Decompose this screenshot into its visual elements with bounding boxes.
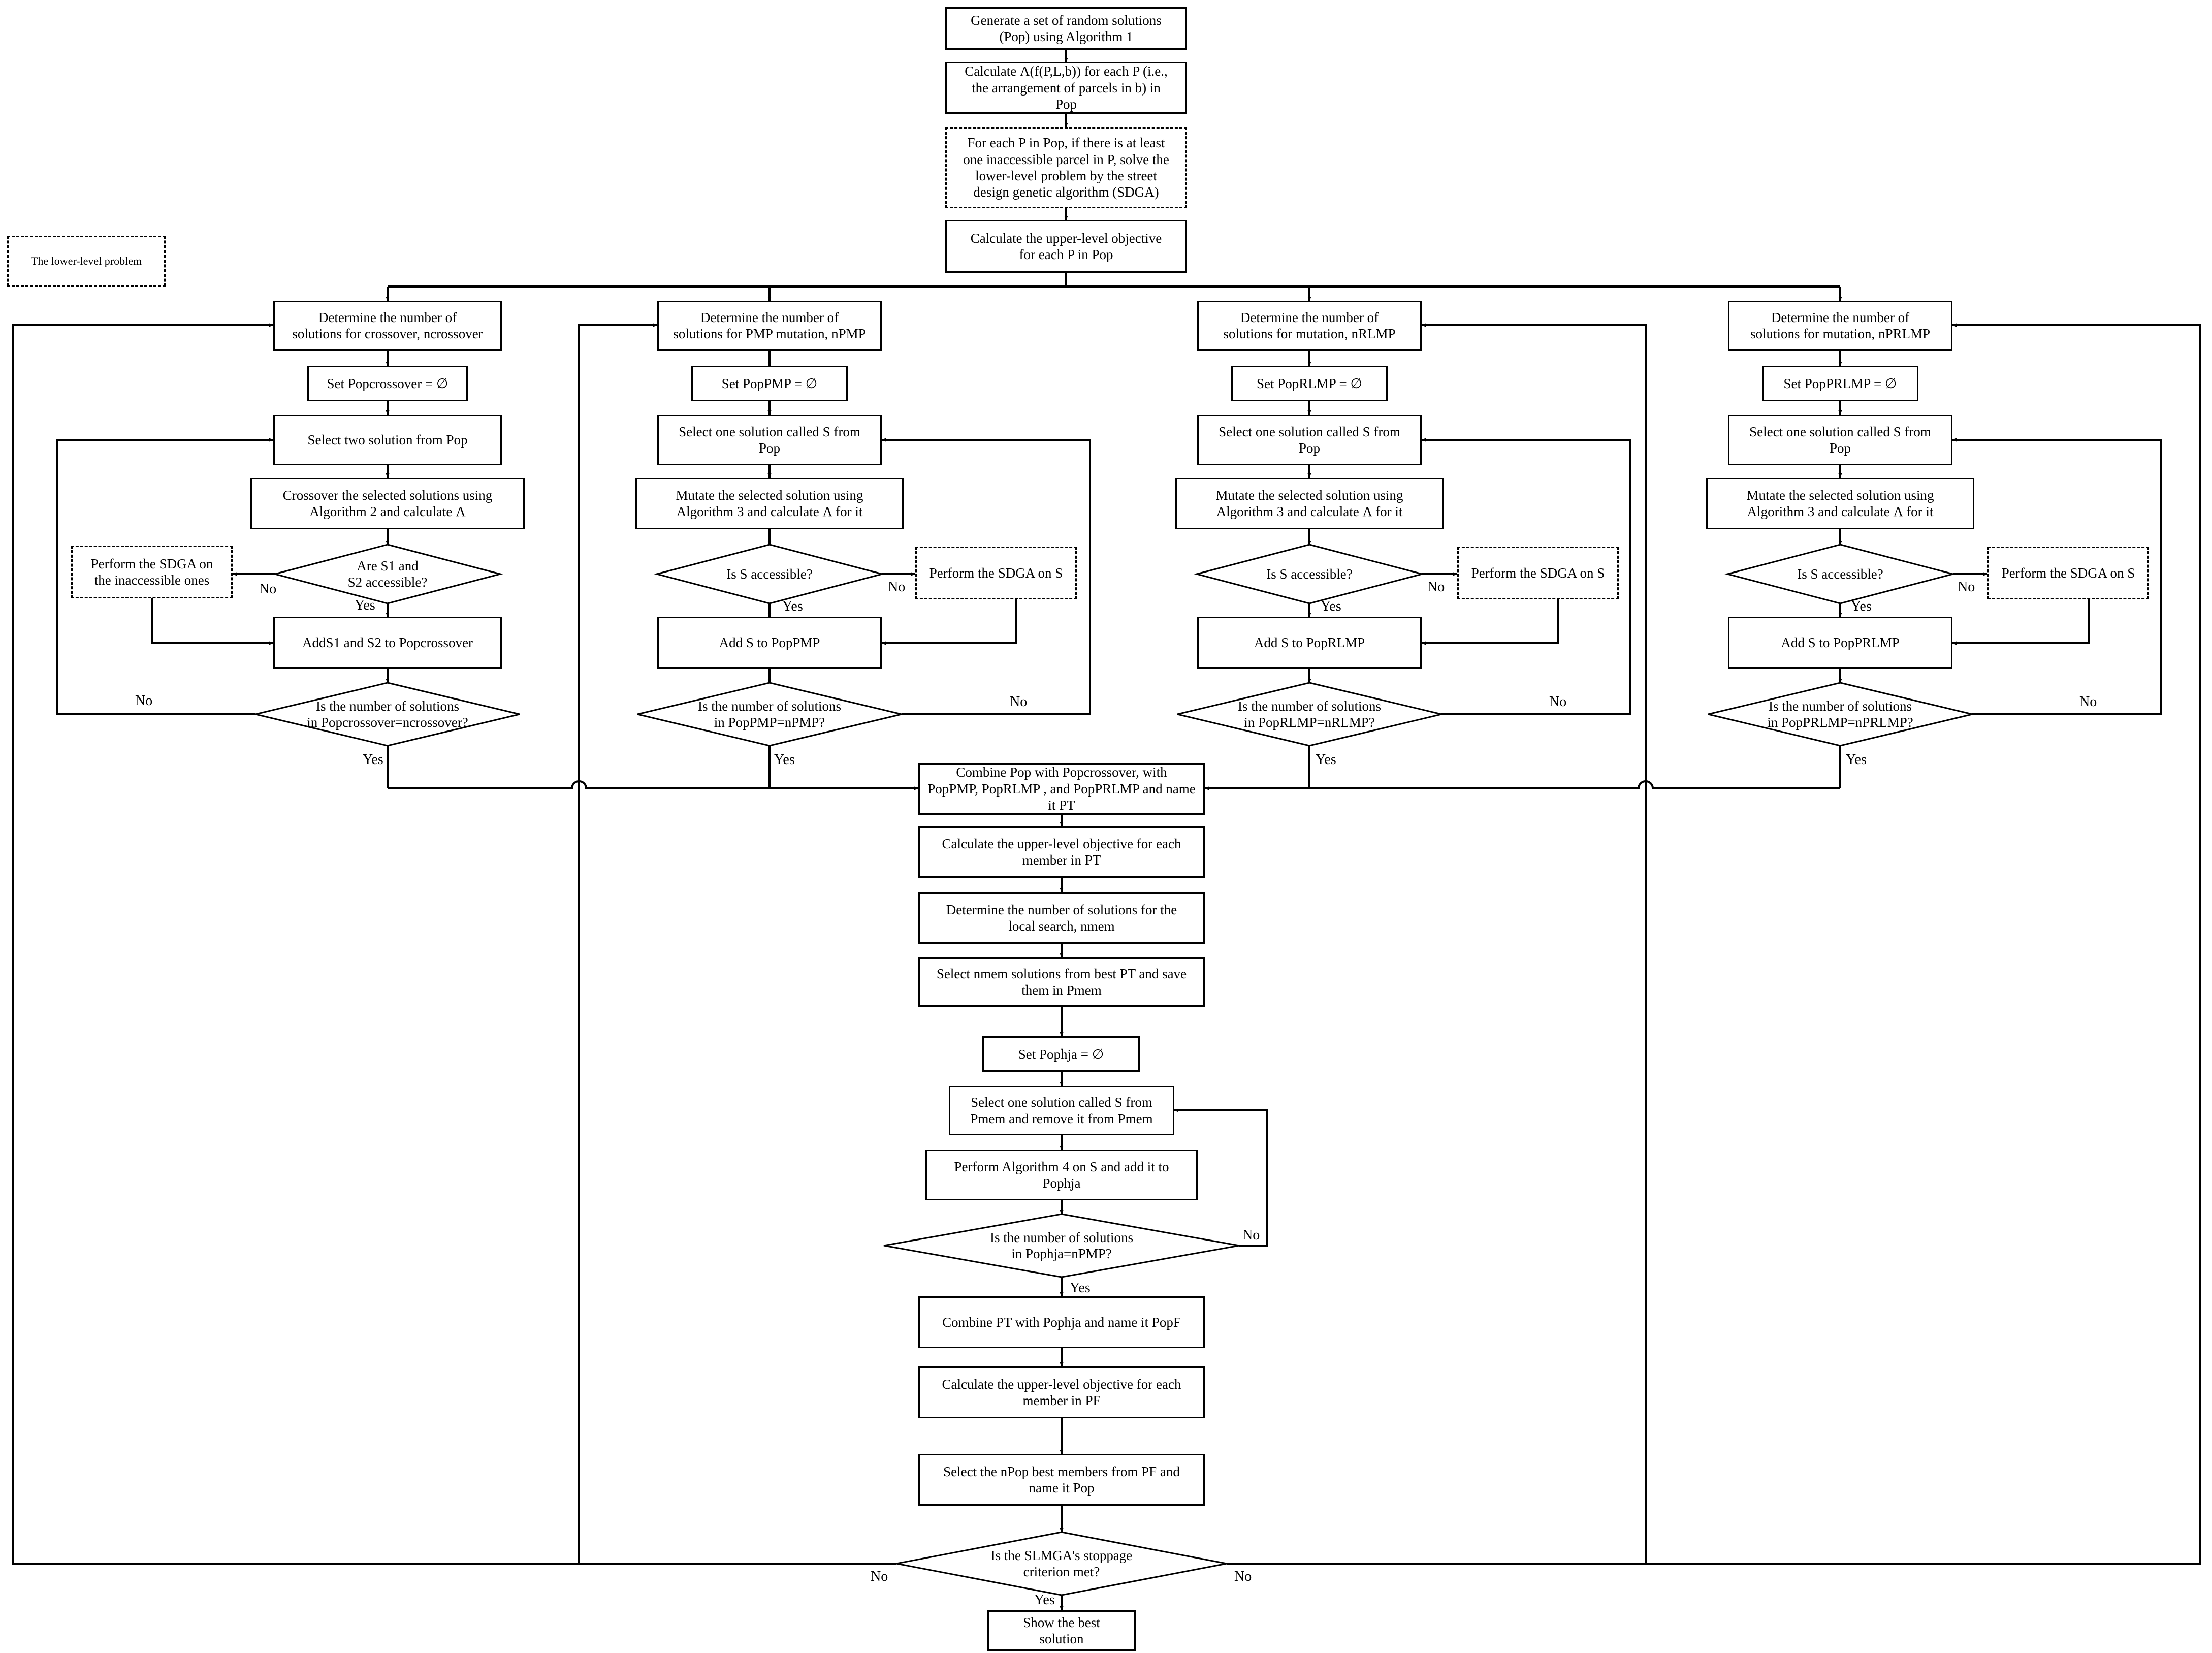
sdga-return-line [151, 598, 274, 645]
rlmp-add-box: Add S to PopRLMP [1197, 617, 1422, 669]
pmp-sdga-box: Perform the SDGA on S [915, 547, 1077, 599]
no-label: No [1242, 1227, 1260, 1243]
pmp-check-decision: Is S accessible? [726, 566, 813, 582]
select-from-mem-box: Select one solution called S from Pmem a… [949, 1086, 1174, 1135]
prlmp-set-box: Set PopPRLMP = ∅ [1762, 366, 1918, 401]
lower-level-sdga-box: For each P in Pop, if there is at least … [945, 127, 1187, 208]
pmp-count-decision: Is the number of solutions in PopPMP=nPM… [698, 698, 841, 730]
loop-back-line [881, 438, 1091, 715]
select-best-members-box: Select the nPop best members from PF and… [918, 1454, 1205, 1506]
calculate-lambda-box: Calculate Λ(f(P,L,b)) for each P (i.e., … [945, 62, 1187, 114]
legend-label: The lower-level problem [30, 254, 142, 267]
local-search-count-box: Determine the number of solutions for th… [918, 892, 1205, 944]
rlmp-sdga-box: Perform the SDGA on S [1457, 547, 1619, 599]
yes-label: Yes [774, 752, 795, 768]
loop-back-line [1174, 1108, 1268, 1247]
hja-count-decision: Is the number of solutions in Pophja=nPM… [990, 1229, 1133, 1261]
pmp-add-box: Add S to PopPMP [657, 617, 882, 669]
legend-lower-level-problem: The lower-level problem [7, 236, 166, 287]
prlmp-count-decision: Is the number of solutions in PopPRLMP=n… [1767, 698, 1913, 730]
sdga-return-line [1952, 599, 2090, 645]
no-label: No [259, 581, 277, 597]
crossover-check-decision: Are S1 and S2 accessible? [347, 558, 428, 590]
no-label: No [1958, 579, 1975, 595]
merge-line-right [1204, 780, 1840, 790]
rlmp-set-box: Set PopRLMP = ∅ [1231, 366, 1388, 401]
set-hja-box: Set Pophja = ∅ [982, 1036, 1140, 1072]
crossover-set-box: Set Popcrossover = ∅ [307, 366, 468, 401]
yes-label: Yes [1034, 1592, 1055, 1608]
yes-label: Yes [1070, 1280, 1091, 1296]
combine-popf-box: Combine PT with Pophja and name it PopF [918, 1296, 1205, 1348]
no-label: No [1010, 694, 1028, 710]
rlmp-check-decision: Is S accessible? [1266, 566, 1353, 582]
calc-pf-objective-box: Calculate the upper-level objective for … [918, 1366, 1205, 1418]
pmp-determine-box: Determine the number of solutions for PM… [657, 301, 882, 351]
sdga-return-line [1421, 599, 1559, 645]
stoppage-decision: Is the SLMGA's stoppage criterion met? [990, 1547, 1133, 1579]
show-best-box: Show the best solution [987, 1610, 1136, 1651]
yes-label: Yes [782, 598, 803, 614]
no-label: No [871, 1569, 888, 1584]
loop-back-line [1952, 438, 2162, 715]
select-mem-box: Select nmem solutions from best PT and s… [918, 957, 1205, 1007]
crossover-operate-box: Crossover the selected solutions using A… [250, 478, 525, 529]
upper-level-objective-box: Calculate the upper-level objective for … [945, 220, 1187, 273]
no-label: No [1549, 694, 1567, 710]
crossover-sdga-box: Perform the SDGA on the inaccessible one… [71, 546, 233, 598]
yes-label: Yes [1321, 598, 1341, 614]
calc-pt-objective-box: Calculate the upper-level objective for … [918, 826, 1205, 878]
sdga-return-line [881, 599, 1017, 645]
no-label: No [1427, 579, 1445, 595]
prlmp-check-decision: Is S accessible? [1797, 566, 1883, 582]
yes-label: Yes [363, 752, 383, 768]
rlmp-operate-box: Mutate the selected solution using Algor… [1175, 478, 1444, 529]
no-label: No [1234, 1569, 1252, 1584]
rlmp-select-box: Select one solution called S from Pop [1197, 415, 1422, 465]
yes-label: Yes [1316, 752, 1336, 768]
generate-population-box: Generate a set of random solutions (Pop)… [945, 7, 1187, 50]
combine-pt-box: Combine Pop with Popcrossover, with PopP… [918, 763, 1205, 815]
perform-algorithm4-box: Perform Algorithm 4 on S and add it to P… [925, 1150, 1198, 1200]
rlmp-count-decision: Is the number of solutions in PopRLMP=nR… [1238, 698, 1381, 730]
crossover-select-box: Select two solution from Pop [273, 415, 502, 465]
crossover-count-decision: Is the number of solutions in Popcrossov… [307, 698, 468, 730]
prlmp-sdga-box: Perform the SDGA on S [1987, 547, 2149, 599]
prlmp-determine-box: Determine the number of solutions for mu… [1728, 301, 1952, 351]
return-to-pmp-line [578, 323, 896, 1565]
no-label: No [888, 579, 906, 595]
return-to-prlmp-line [1227, 323, 2201, 1565]
no-label: No [2079, 694, 2097, 710]
return-to-crossover-line [12, 323, 896, 1565]
prlmp-add-box: Add S to PopPRLMP [1728, 617, 1952, 669]
rlmp-determine-box: Determine the number of solutions for mu… [1197, 301, 1422, 351]
no-label: No [135, 693, 153, 709]
merge-line-left [388, 780, 919, 790]
loop-back-line [1421, 438, 1631, 715]
pmp-select-box: Select one solution called S from Pop [657, 415, 882, 465]
yes-label: Yes [1851, 598, 1872, 614]
crossover-add-box: AddS1 and S2 to Popcrossover [273, 617, 502, 669]
crossover-determine-box: Determine the number of solutions for cr… [273, 301, 502, 351]
yes-label: Yes [355, 597, 375, 613]
loop-back-line [56, 438, 274, 715]
prlmp-operate-box: Mutate the selected solution using Algor… [1706, 478, 1974, 529]
pmp-set-box: Set PopPMP = ∅ [691, 366, 848, 401]
prlmp-select-box: Select one solution called S from Pop [1728, 415, 1952, 465]
pmp-operate-box: Mutate the selected solution using Algor… [635, 478, 904, 529]
yes-label: Yes [1846, 752, 1867, 768]
